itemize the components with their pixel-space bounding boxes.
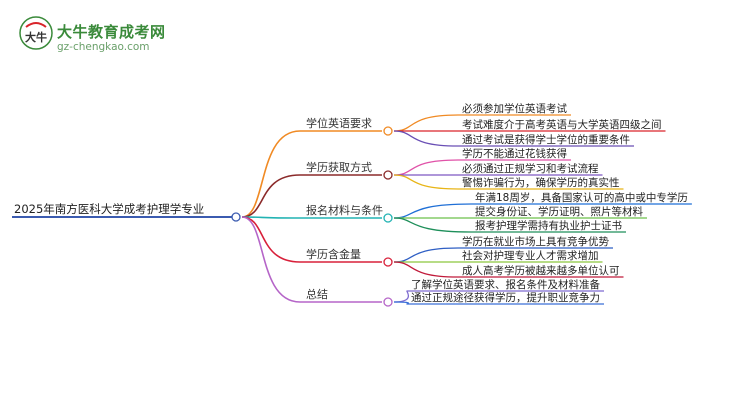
branch-label[interactable]: 总结 — [306, 287, 328, 301]
branch-connector — [241, 216, 301, 303]
leaf-label[interactable]: 成人高考学历被越来越多单位认可 — [462, 264, 620, 277]
leaf-connector — [393, 247, 459, 263]
leaf-label[interactable]: 学历在就业市场上具有竞争优势 — [462, 235, 609, 248]
brand-url[interactable]: gz-chengkao.com — [57, 41, 150, 53]
brand-title[interactable]: 大牛教育成考网 — [57, 23, 166, 41]
branch-collapse-handle[interactable] — [383, 297, 393, 307]
leaf-connector — [393, 217, 472, 233]
branch-collapse-handle[interactable] — [383, 126, 393, 136]
leaf-label[interactable]: 社会对护理专业人才需求增加 — [462, 249, 599, 262]
branch-label[interactable]: 学历含金量 — [306, 247, 361, 261]
leaf-connector — [393, 290, 410, 303]
branch-collapse-handle[interactable] — [383, 170, 393, 180]
leaf-label[interactable]: 报考护理学需持有执业护士证书 — [475, 219, 622, 232]
mindmap-nodes: 2025年南方医科大学成考护理学专业 学位英语要求 必须参加学位英语考试考试难度介于… — [14, 102, 688, 307]
leaf-label[interactable]: 年满18周岁，具备国家认可的高中或中专学历 — [475, 191, 688, 204]
leaf-connector — [393, 301, 410, 305]
leaf-connector — [393, 159, 459, 176]
leaf-connector — [393, 174, 459, 190]
branch-collapse-handle[interactable] — [383, 213, 393, 223]
logo-text: 大牛 — [25, 30, 47, 44]
branch-connector — [241, 130, 301, 218]
leaf-label[interactable]: 通过正规途径获得学历，提升职业竞争力 — [411, 291, 600, 304]
branch-label[interactable]: 学历获取方式 — [306, 160, 372, 174]
branch-connector — [241, 216, 301, 263]
leaf-label[interactable]: 了解学位英语要求、报名条件及材料准备 — [411, 278, 600, 291]
leaf-label[interactable]: 提交身份证、学历证明、照片等材料 — [475, 205, 643, 218]
branch-label[interactable]: 报名材料与条件 — [306, 203, 383, 217]
leaf-connector — [393, 203, 472, 219]
leaf-label[interactable]: 必须参加学位英语考试 — [462, 102, 567, 115]
branch-label[interactable]: 学位英语要求 — [306, 116, 372, 130]
leaf-connector — [393, 130, 459, 147]
branch-collapse-handle[interactable] — [383, 257, 393, 267]
branch-connector — [241, 216, 301, 219]
leaf-connector — [393, 114, 459, 132]
root-collapse-handle[interactable] — [231, 212, 241, 222]
leaf-connector — [393, 261, 459, 278]
leaf-label[interactable]: 通过考试是获得学士学位的重要条件 — [462, 133, 630, 146]
branch-connector — [241, 174, 301, 218]
mindmap-edges — [12, 114, 692, 305]
leaf-label[interactable]: 必须通过正规学习和考试流程 — [462, 162, 599, 175]
root-node-label[interactable]: 2025年南方医科大学成考护理学专业 — [14, 202, 204, 216]
leaf-label[interactable]: 学历不能通过花钱获得 — [462, 147, 567, 160]
leaf-label[interactable]: 考试难度介于高考英语与大学英语四级之间 — [462, 118, 662, 131]
brand-logo: 大牛 — [19, 16, 53, 50]
leaf-label[interactable]: 警惕诈骗行为，确保学历的真实性 — [462, 176, 620, 189]
